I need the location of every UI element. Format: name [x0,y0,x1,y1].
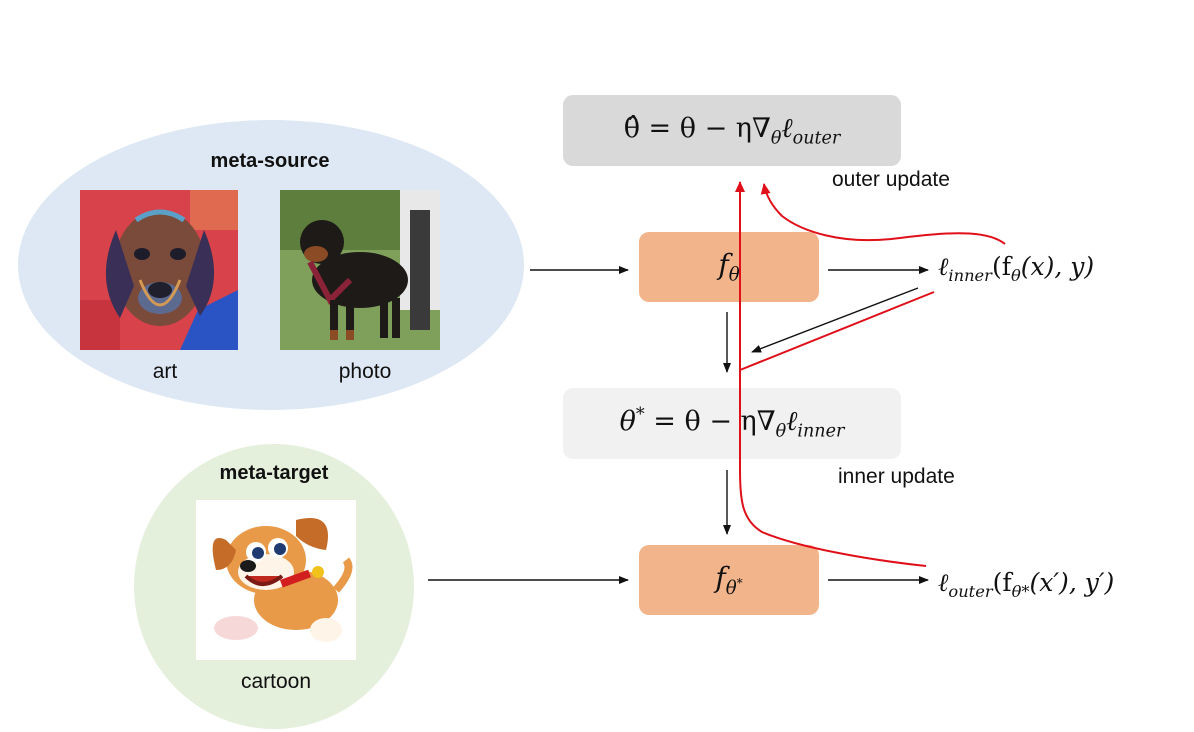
inner-update-equation-box: θ* = θ − η∇θℓinner [563,388,901,459]
inner-loss-expression: ℓinner(fθ(x), y) [938,252,1095,285]
outer-gradient-path [735,181,927,567]
rottweiler-photo-image [280,190,440,350]
painted-dog-art-image [80,190,238,350]
model-f-theta-label: fθ [718,248,740,286]
inner-loss-gradient-arrow [751,287,919,353]
inner-update-equation: θ* = θ − η∇θℓinner [619,405,845,442]
cartoon-caption: cartoon [240,670,312,693]
outer-update-equation-box: θ̂ = θ − η∇θℓouter [563,95,901,166]
meta-target-title: meta-target [219,462,329,484]
model-f-theta-box: fθ [639,232,819,302]
photo-caption: photo [338,360,392,383]
outer-update-label: outer update [832,168,950,191]
outer-update-equation: θ̂ = θ − η∇θℓouter [623,112,841,149]
inner-update-label: inner update [838,465,955,488]
model-f-theta-star-label: fθ* [715,561,743,599]
inner-loss-to-outer-red-path [760,183,1006,245]
model-f-theta-star-box: fθ* [639,545,819,615]
inner-loss-red-path [739,291,935,371]
art-caption: art [152,360,178,383]
meta-source-title: meta-source [210,150,330,172]
outer-loss-expression: ℓouter(fθ*(x′), y′) [938,568,1115,601]
cartoon-puppy-image [196,500,356,660]
